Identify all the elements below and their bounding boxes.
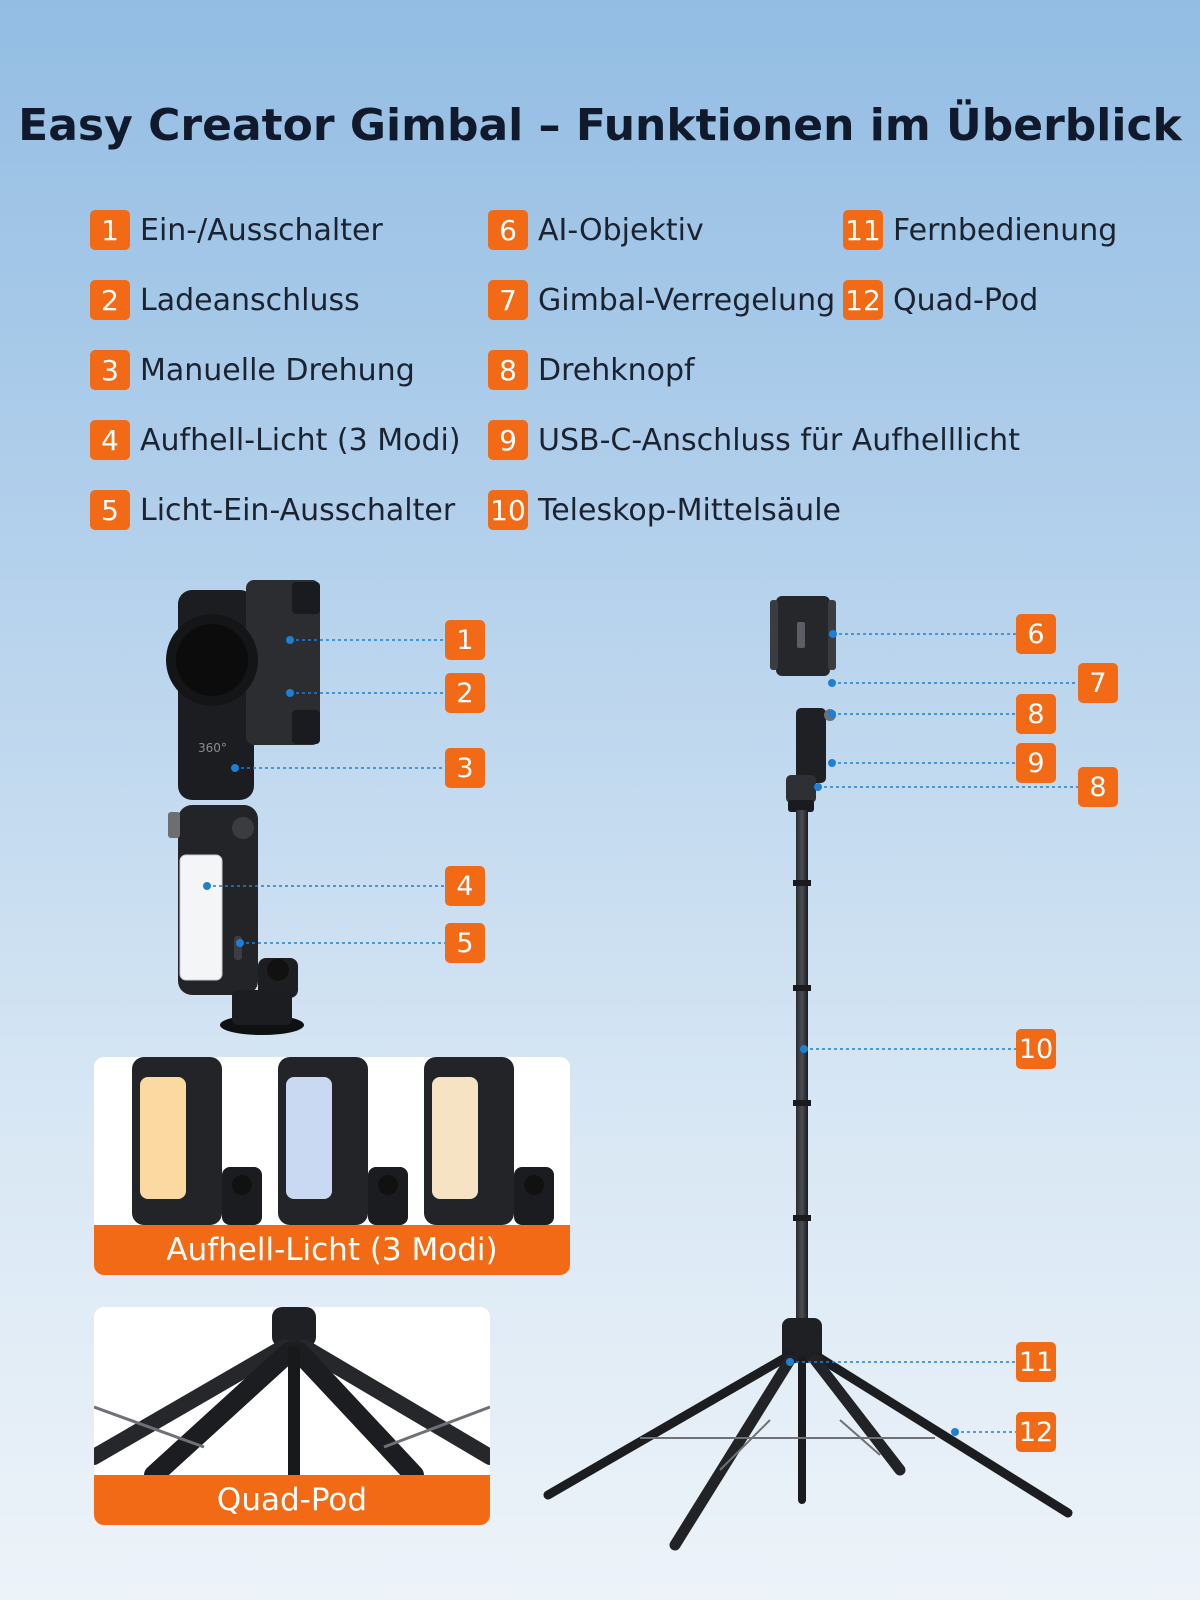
feature-label: USB-C-Anschluss für Aufhelllicht <box>538 422 1020 458</box>
light-modes-panel: Aufhell-Licht (3 Modi) <box>94 1057 570 1275</box>
feature-badge: 5 <box>90 490 130 530</box>
feature-label: Manuelle Drehung <box>140 352 415 388</box>
callout-badge: 1 <box>445 620 485 660</box>
callout-badge: 6 <box>1016 614 1056 654</box>
feature-label: Aufhell-Licht (3 Modi) <box>140 422 461 458</box>
quadpod-banner: Quad-Pod <box>94 1475 490 1525</box>
callout-badge: 9 <box>1016 743 1056 783</box>
callout-badge: 5 <box>445 923 485 963</box>
feature-item-3: 3 Manuelle Drehung <box>90 348 415 392</box>
callout-badge: 11 <box>1016 1342 1056 1382</box>
callout-badge: 4 <box>445 866 485 906</box>
feature-item-11: 11 Fernbedienung <box>843 208 1117 252</box>
light-modes-image <box>132 1057 554 1225</box>
feature-item-7: 7 Gimbal-Verregelung <box>488 278 835 322</box>
feature-badge: 2 <box>90 280 130 320</box>
feature-item-5: 5 Licht-Ein-Ausschalter <box>90 488 455 532</box>
feature-label: Fernbedienung <box>893 212 1118 248</box>
feature-item-2: 2 Ladeanschluss <box>90 278 360 322</box>
feature-badge: 6 <box>488 210 528 250</box>
tripod-image <box>543 596 1073 1551</box>
feature-label: Gimbal-Verregelung <box>538 282 836 318</box>
callout-badge: 7 <box>1078 663 1118 703</box>
feature-item-9: 9 USB-C-Anschluss für Aufhelllicht <box>488 418 1020 462</box>
feature-badge: 8 <box>488 350 528 390</box>
light-modes-banner: Aufhell-Licht (3 Modi) <box>94 1225 570 1275</box>
callout-badge: 8 <box>1016 694 1056 734</box>
feature-item-12: 12 Quad-Pod <box>843 278 1038 322</box>
feature-label: Licht-Ein-Ausschalter <box>140 492 456 528</box>
callout-badge: 3 <box>445 748 485 788</box>
feature-item-6: 6 AI-Objektiv <box>488 208 704 252</box>
feature-item-8: 8 Drehknopf <box>488 348 695 392</box>
feature-label: Drehknopf <box>538 352 695 388</box>
feature-badge: 1 <box>90 210 130 250</box>
callout-badge: 10 <box>1016 1029 1056 1069</box>
light-cool <box>286 1077 332 1199</box>
feature-label: Teleskop-Mittelsäule <box>538 492 841 528</box>
page-title: Easy Creator Gimbal – Funktionen im Über… <box>18 100 1182 151</box>
feature-item-10: 10 Teleskop-Mittelsäule <box>488 488 841 532</box>
feature-item-4: 4 Aufhell-Licht (3 Modi) <box>90 418 461 462</box>
feature-badge: 9 <box>488 420 528 460</box>
feature-item-1: 1 Ein-/Ausschalter <box>90 208 383 252</box>
feature-badge: 11 <box>843 210 883 250</box>
light-warm <box>140 1077 186 1199</box>
quadpod-image <box>94 1307 490 1485</box>
feature-label: Ladeanschluss <box>140 282 360 318</box>
gimbal-head-image: 360° <box>166 580 320 1035</box>
svg-text:360°: 360° <box>198 741 227 755</box>
callout-badge: 12 <box>1016 1412 1056 1452</box>
callout-badge: 2 <box>445 673 485 713</box>
feature-badge: 3 <box>90 350 130 390</box>
feature-label: Ein-/Ausschalter <box>140 212 383 248</box>
quadpod-panel: Quad-Pod <box>94 1307 490 1525</box>
light-neutral <box>432 1077 478 1199</box>
feature-badge: 4 <box>90 420 130 460</box>
feature-label: Quad-Pod <box>893 282 1039 318</box>
feature-badge: 12 <box>843 280 883 320</box>
feature-label: AI-Objektiv <box>538 212 704 248</box>
callout-badge: 8 <box>1078 767 1118 807</box>
feature-badge: 7 <box>488 280 528 320</box>
feature-badge: 10 <box>488 490 528 530</box>
